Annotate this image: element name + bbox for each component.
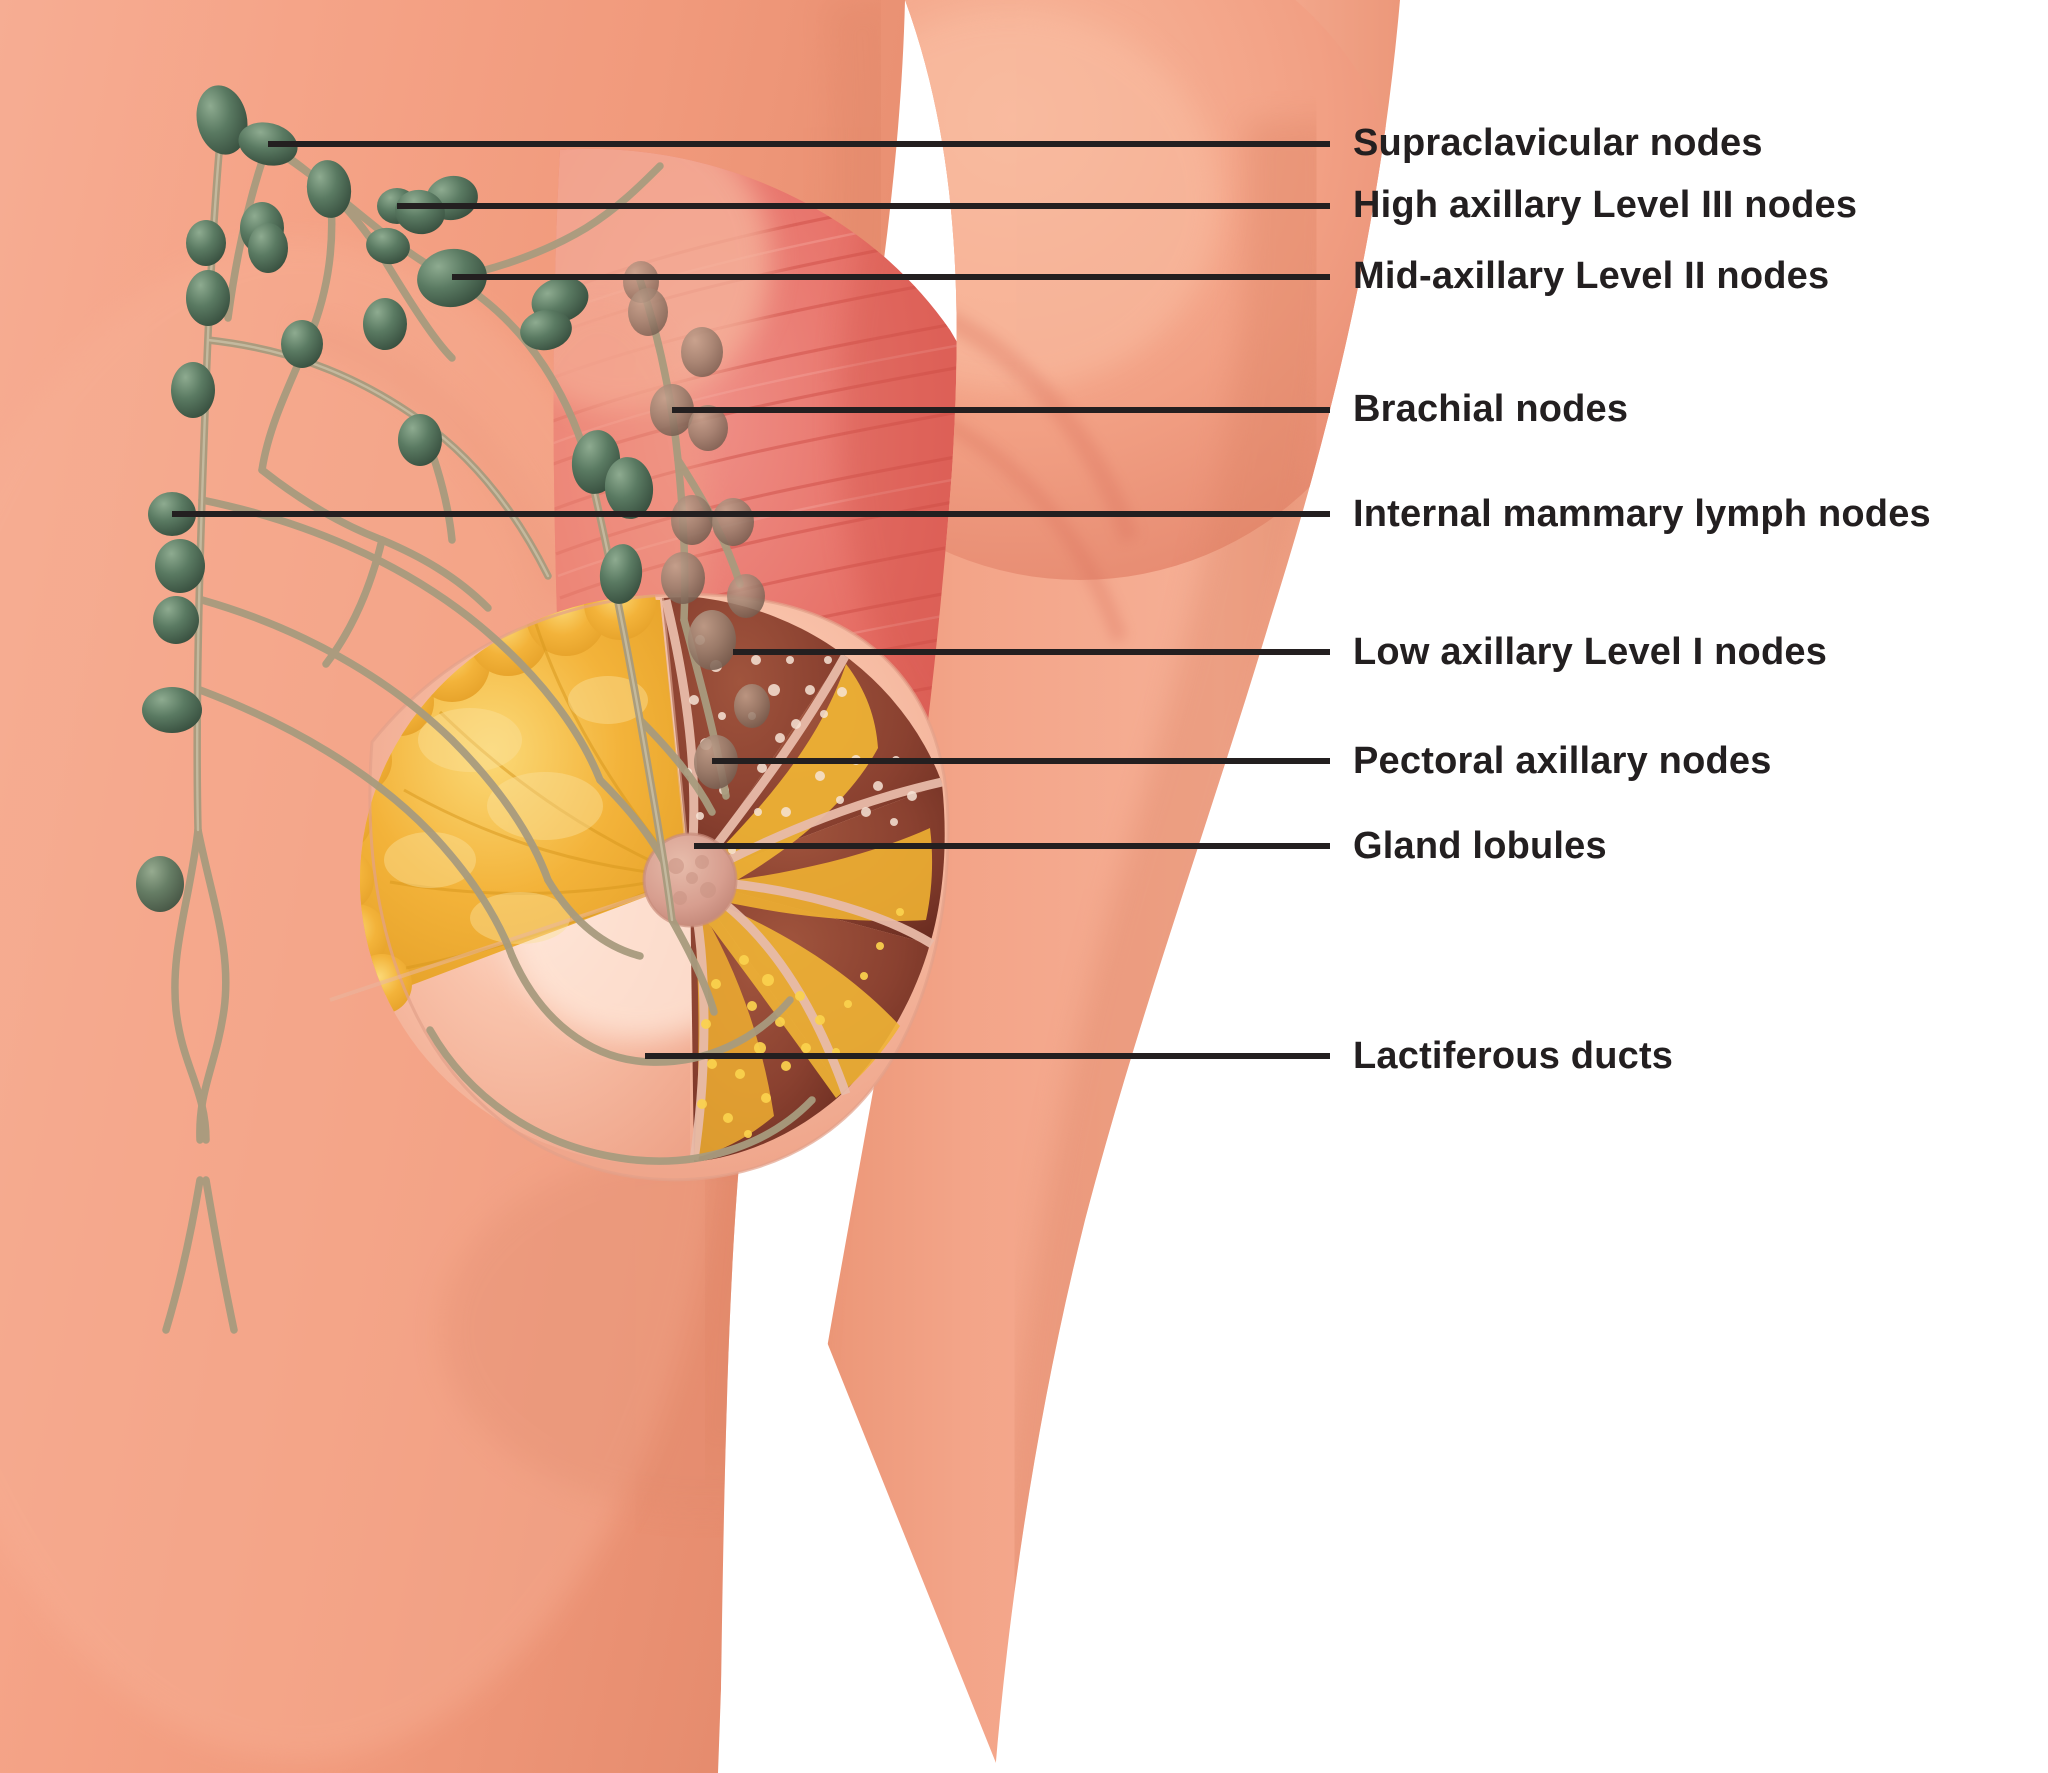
- alveoli-speckles: [684, 635, 917, 854]
- label-brachial-nodes: Brachial nodes: [1353, 388, 1629, 430]
- lymph-nodes-group: [136, 85, 770, 912]
- label-lactiferous-ducts: Lactiferous ducts: [1353, 1035, 1674, 1077]
- leader-lines: [172, 141, 1330, 1059]
- mid-axillary-level-ii-nodes: [395, 189, 589, 351]
- label-internal-mammary-lymph-nodes: Internal mammary lymph nodes: [1353, 493, 1931, 535]
- axillary-deep-nodes: [623, 261, 770, 789]
- label-high-axillary-level-iii-nodes: High axillary Level III nodes: [1353, 184, 1858, 226]
- axillary-green-nodes: [571, 430, 654, 604]
- body-arm-separation-wedge: [718, 1128, 1000, 1773]
- upper-lymphatic-network-nodes: [171, 223, 442, 466]
- lactiferous-alveoli-speckles: [697, 908, 904, 1138]
- label-supraclavicular-nodes: Supraclavicular nodes: [1353, 122, 1763, 164]
- label-pectoral-axillary-nodes: Pectoral axillary nodes: [1353, 740, 1772, 782]
- label-gland-lobules: Gland lobules: [1353, 825, 1607, 867]
- label-low-axillary-level-i-nodes: Low axillary Level I nodes: [1353, 631, 1828, 673]
- internal-mammary-lymph-nodes: [136, 492, 205, 912]
- label-mid-axillary-level-ii-nodes: Mid-axillary Level II nodes: [1353, 255, 1830, 297]
- supraclavicular-nodes: [186, 85, 352, 326]
